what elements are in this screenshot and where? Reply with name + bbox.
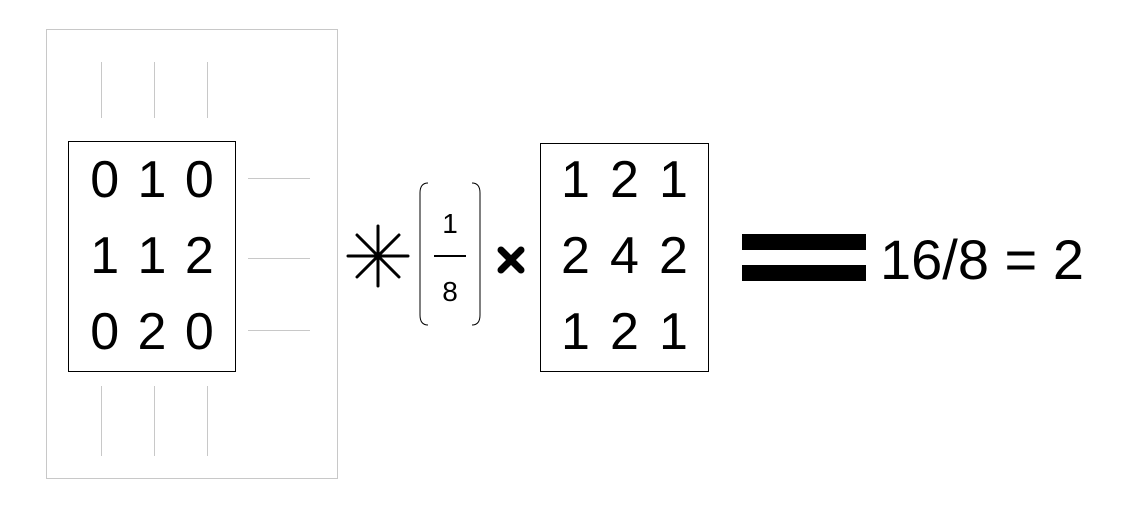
matrix-cell: 2 — [137, 303, 167, 361]
input-matrix-row: 0 1 0 — [69, 152, 235, 208]
fraction-brackets — [419, 182, 481, 326]
matrix-cell: 1 — [659, 303, 688, 361]
fraction-bar — [434, 255, 466, 257]
matrix-cell: 0 — [184, 151, 214, 209]
fraction-denominator: 8 — [442, 276, 458, 307]
matrix-cell: 2 — [184, 227, 214, 285]
matrix-cell: 0 — [90, 303, 120, 361]
matrix-cell: 2 — [561, 227, 590, 285]
grid-line — [154, 386, 155, 456]
convolution-asterisk-icon — [346, 224, 410, 288]
grid-line — [248, 178, 310, 179]
grid-line — [248, 330, 310, 331]
input-matrix-row: 1 1 2 — [69, 228, 235, 284]
kernel-matrix: 1 2 1 2 4 2 1 2 1 — [540, 143, 709, 372]
result-text: 16/8 = 2 — [880, 228, 1084, 291]
matrix-cell: 2 — [610, 303, 639, 361]
grid-line — [101, 62, 102, 118]
grid-line — [207, 386, 208, 456]
grid-line — [207, 62, 208, 118]
image-frame — [46, 29, 338, 479]
kernel-matrix-row: 2 4 2 — [541, 228, 708, 284]
matrix-cell: 2 — [610, 151, 639, 209]
equals-bar-top — [742, 234, 866, 250]
kernel-matrix-row: 1 2 1 — [541, 304, 708, 360]
matrix-cell: 1 — [137, 227, 167, 285]
matrix-cell: 0 — [184, 303, 214, 361]
input-matrix: 0 1 0 1 1 2 0 2 0 — [68, 141, 236, 372]
matrix-cell: 2 — [659, 227, 688, 285]
grid-line — [248, 258, 310, 259]
matrix-cell: 0 — [90, 151, 120, 209]
multiply-x-icon — [497, 246, 525, 274]
matrix-cell: 1 — [90, 227, 120, 285]
matrix-cell: 4 — [610, 227, 639, 285]
matrix-cell: 1 — [561, 303, 590, 361]
matrix-cell: 1 — [137, 151, 167, 209]
fraction-numerator: 1 — [442, 208, 458, 239]
grid-line — [101, 386, 102, 456]
matrix-cell: 1 — [659, 151, 688, 209]
input-matrix-row: 0 2 0 — [69, 304, 235, 360]
equals-bar-bottom — [742, 265, 866, 281]
kernel-matrix-row: 1 2 1 — [541, 152, 708, 208]
matrix-cell: 1 — [561, 151, 590, 209]
grid-line — [154, 62, 155, 118]
